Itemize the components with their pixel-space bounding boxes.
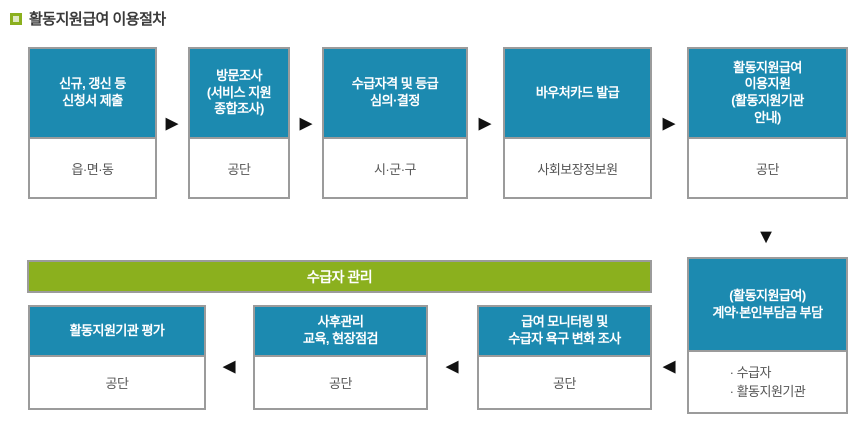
flow-step-follow-up-management: 사후관리 교육, 현장점검 공단 (253, 305, 428, 410)
flow-step-usage-support: 활동지원급여 이용지원 (활동지원기관 안내) 공단 (687, 47, 848, 199)
arrow-right-icon: ▶ (662, 113, 676, 133)
flow-step-title: 활동지원기관 평가 (30, 307, 204, 357)
page-title-text: 활동지원급여 이용절차 (29, 11, 166, 28)
flow-step-visit-survey: 방문조사 (서비스 지원 종합조사) 공단 (188, 47, 290, 199)
flow-step-contract-copay: (활동지원급여) 계약·본인부담금 부담 · 수급자 · 활동지원기관 (687, 257, 848, 414)
flow-step-agency: 공단 (756, 161, 779, 177)
flow-step-application: 신규, 갱신 등 신청서 제출 읍·면·동 (28, 47, 157, 199)
arrow-left-icon: ◀ (445, 356, 459, 376)
flow-step-title: 활동지원급여 이용지원 (활동지원기관 안내) (689, 49, 846, 139)
flow-step-agency: 공단 (329, 376, 352, 391)
flow-step-eligibility-decision: 수급자격 및 등급 심의·결정 시·군·구 (322, 47, 468, 199)
flow-step-parties: · 수급자 · 활동지원기관 (729, 364, 806, 400)
flow-step-provider-evaluation: 활동지원기관 평가 공단 (28, 305, 206, 410)
arrow-left-icon: ◀ (222, 356, 236, 376)
arrow-right-icon: ▶ (478, 113, 492, 133)
flow-step-title: 사후관리 교육, 현장점검 (255, 307, 426, 357)
recipient-management-banner: 수급자 관리 (27, 260, 652, 293)
flow-step-agency: 사회보장정보원 (537, 161, 618, 177)
square-bullet-icon (10, 12, 22, 25)
banner-label: 수급자 관리 (306, 268, 373, 285)
flow-step-title: 신규, 갱신 등 신청서 제출 (30, 49, 155, 139)
flow-step-agency: 공단 (553, 376, 576, 391)
flow-step-title: 수급자격 및 등급 심의·결정 (324, 49, 466, 139)
page-title: 활동지원급여 이용절차 (10, 8, 166, 29)
arrow-down-icon: ▼ (756, 226, 776, 248)
flow-step-agency: 읍·면·동 (71, 161, 114, 177)
flow-step-title: 급여 모니터링 및 수급자 욕구 변화 조사 (479, 307, 650, 357)
flow-step-agency: 공단 (105, 376, 129, 391)
flow-step-agency: 공단 (227, 161, 251, 177)
flow-step-title: 방문조사 (서비스 지원 종합조사) (190, 49, 288, 139)
flow-step-voucher-card: 바우처카드 발급 사회보장정보원 (503, 47, 652, 199)
arrow-left-icon: ◀ (662, 356, 676, 376)
flow-step-title: 바우처카드 발급 (505, 49, 650, 139)
flow-step-agency: 시·군·구 (373, 161, 417, 177)
arrow-right-icon: ▶ (165, 113, 179, 133)
flow-step-title: (활동지원급여) 계약·본인부담금 부담 (689, 259, 846, 352)
arrow-right-icon: ▶ (299, 113, 313, 133)
flow-step-benefit-monitoring: 급여 모니터링 및 수급자 욕구 변화 조사 공단 (477, 305, 652, 410)
